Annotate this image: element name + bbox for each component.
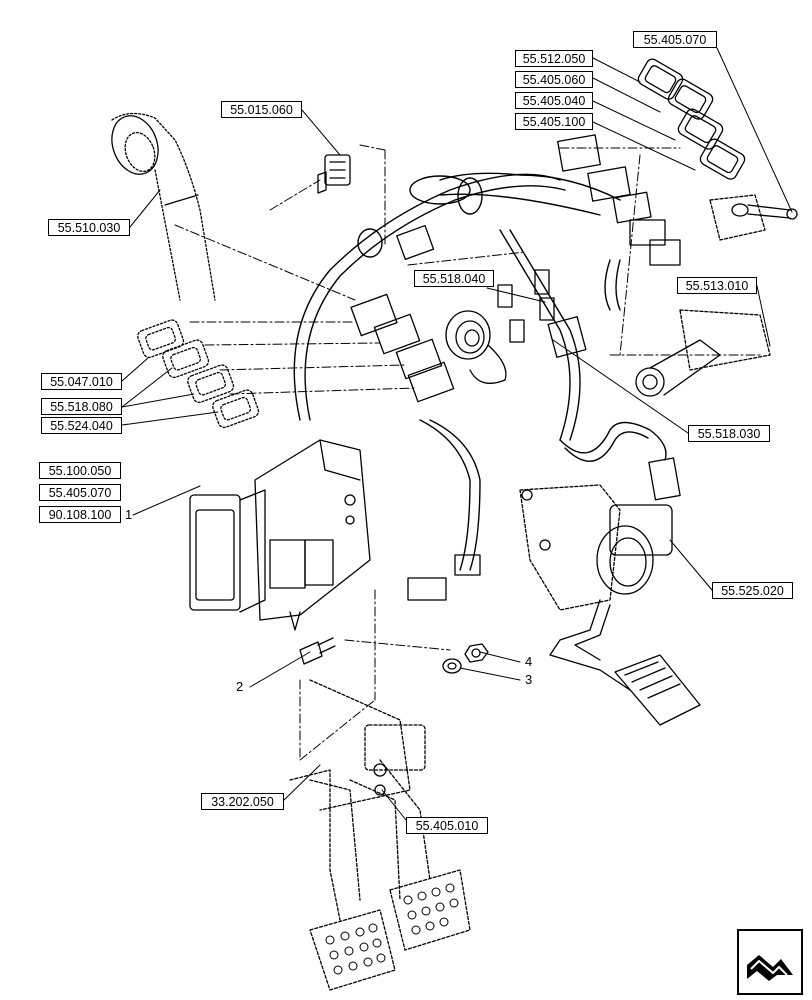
item-number-3: 3 [525, 672, 533, 687]
cylinder-sensor [635, 309, 771, 397]
ref-55-405-070-mid[interactable]: 55.405.070 [39, 484, 121, 501]
ref-55-525-020[interactable]: 55.525.020 [712, 582, 793, 599]
item-number-2: 2 [236, 679, 244, 694]
ref-55-510-030[interactable]: 55.510.030 [48, 219, 130, 236]
ref-55-405-010[interactable]: 55.405.010 [406, 817, 488, 834]
leader-lines [121, 47, 793, 826]
control-module [189, 439, 371, 631]
ref-55-405-100[interactable]: 55.405.100 [515, 113, 593, 130]
item-number-1: 1 [125, 507, 133, 522]
item-number-4: 4 [525, 654, 533, 669]
ref-55-513-010[interactable]: 55.513.010 [677, 277, 757, 294]
ref-55-512-050[interactable]: 55.512.050 [515, 50, 593, 67]
small-plug [317, 154, 351, 194]
ref-55-518-030[interactable]: 55.518.030 [688, 425, 770, 442]
ref-33-202-050[interactable]: 33.202.050 [201, 793, 284, 810]
accelerator-pedal [519, 484, 701, 726]
ref-90-108-100[interactable]: 90.108.100 [39, 506, 121, 523]
ref-55-405-060[interactable]: 55.405.060 [515, 71, 593, 88]
ref-55-524-040[interactable]: 55.524.040 [41, 417, 122, 434]
ref-55-047-010[interactable]: 55.047.010 [41, 373, 122, 390]
ref-55-100-050[interactable]: 55.100.050 [39, 462, 121, 479]
bolt [299, 637, 336, 665]
pedal-assembly [289, 679, 471, 991]
wiring-harness [293, 172, 667, 571]
harness-plug-top-left [111, 112, 216, 301]
arrow-navigation-icon[interactable] [737, 929, 803, 995]
harness-connectors [350, 134, 681, 601]
ref-55-405-070-top[interactable]: 55.405.070 [633, 31, 717, 48]
dash-dot-guides [174, 144, 761, 761]
round-connector [445, 310, 507, 384]
ref-55-405-040[interactable]: 55.405.040 [515, 92, 593, 109]
ref-55-015-060[interactable]: 55.015.060 [221, 101, 302, 118]
pedal-switch-55-405-010 [364, 724, 426, 796]
washer-nut [442, 643, 489, 674]
ref-55-518-040[interactable]: 55.518.040 [414, 270, 494, 287]
rocker-switches-right [637, 58, 746, 180]
pedal-pad-holes [325, 883, 459, 975]
rocker-switches-left [137, 319, 260, 429]
lever-switch [709, 194, 798, 241]
ref-55-518-080[interactable]: 55.518.080 [41, 398, 122, 415]
